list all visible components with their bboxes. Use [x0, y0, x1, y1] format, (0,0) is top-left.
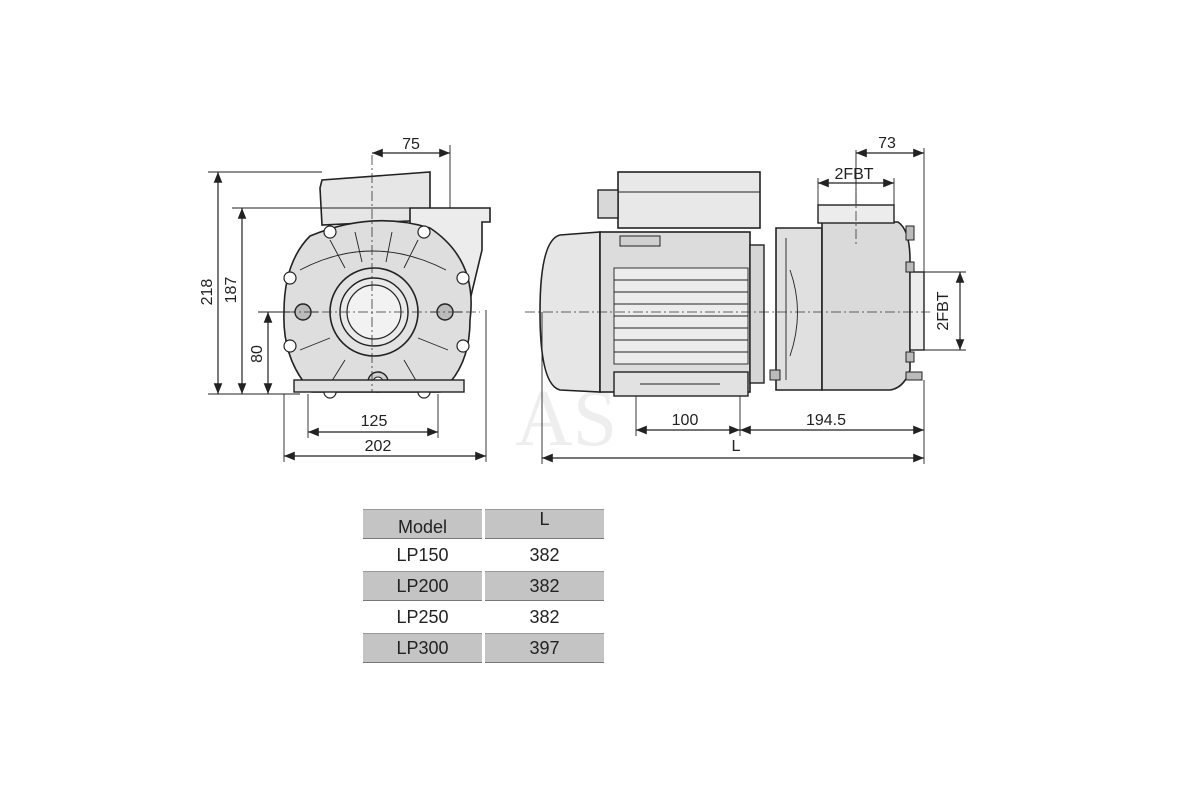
- front-base-foot: [293, 379, 465, 393]
- side-flange-plate: [749, 244, 765, 384]
- model-length-table: Model L LP150 382 LP200 382 LP250 382 LP…: [360, 507, 607, 665]
- cell-length: 382: [529, 606, 560, 627]
- table-row: LP150 382: [363, 541, 604, 569]
- dim-overall-length: L: [732, 438, 741, 455]
- front-view: 75 218 187 80 125 202: [199, 136, 491, 462]
- dim-housing-height: 187: [223, 277, 240, 304]
- dim-shaft-height: 80: [249, 345, 266, 363]
- dim-inlet-thread: 2FBT: [935, 291, 952, 330]
- cell-length: 397: [485, 633, 604, 663]
- header-model: Model: [363, 509, 482, 539]
- table-header-row: Model L: [363, 509, 604, 539]
- dim-outlet-offset: 73: [878, 135, 896, 152]
- dim-overall-width: 202: [365, 438, 392, 455]
- header-length: L: [485, 509, 604, 539]
- side-seal-housing: [775, 227, 823, 391]
- front-terminal-box: [319, 171, 431, 226]
- dim-pump-length: 194.5: [806, 412, 846, 429]
- dim-outlet-thread: 2FBT: [834, 166, 873, 183]
- front-inlet-inner: [346, 284, 402, 340]
- cell-model: LP250: [396, 606, 449, 627]
- table-row: LP200 382: [363, 571, 604, 601]
- dim-foot-spacing: 125: [361, 413, 388, 430]
- table-row: LP300 397: [363, 633, 604, 663]
- dim-flange-offset: 75: [402, 136, 420, 153]
- side-cooling-fins: [613, 267, 749, 365]
- table-row: LP250 382: [363, 603, 604, 631]
- cell-model: LP200: [363, 571, 482, 601]
- cell-model: LP150: [396, 544, 449, 565]
- side-view: 73 2FBT 2FBT 100 194.5 L: [525, 135, 966, 464]
- side-pump-volute: [821, 221, 911, 391]
- side-inlet-port: [909, 271, 925, 351]
- cell-length: 382: [529, 544, 560, 565]
- dim-overall-height: 218: [199, 279, 216, 306]
- side-terminal-box: [617, 171, 761, 229]
- cell-model: LP300: [363, 633, 482, 663]
- cell-length: 382: [485, 571, 604, 601]
- dim-motor-offset: 100: [672, 412, 699, 429]
- side-cable-gland: [597, 189, 619, 219]
